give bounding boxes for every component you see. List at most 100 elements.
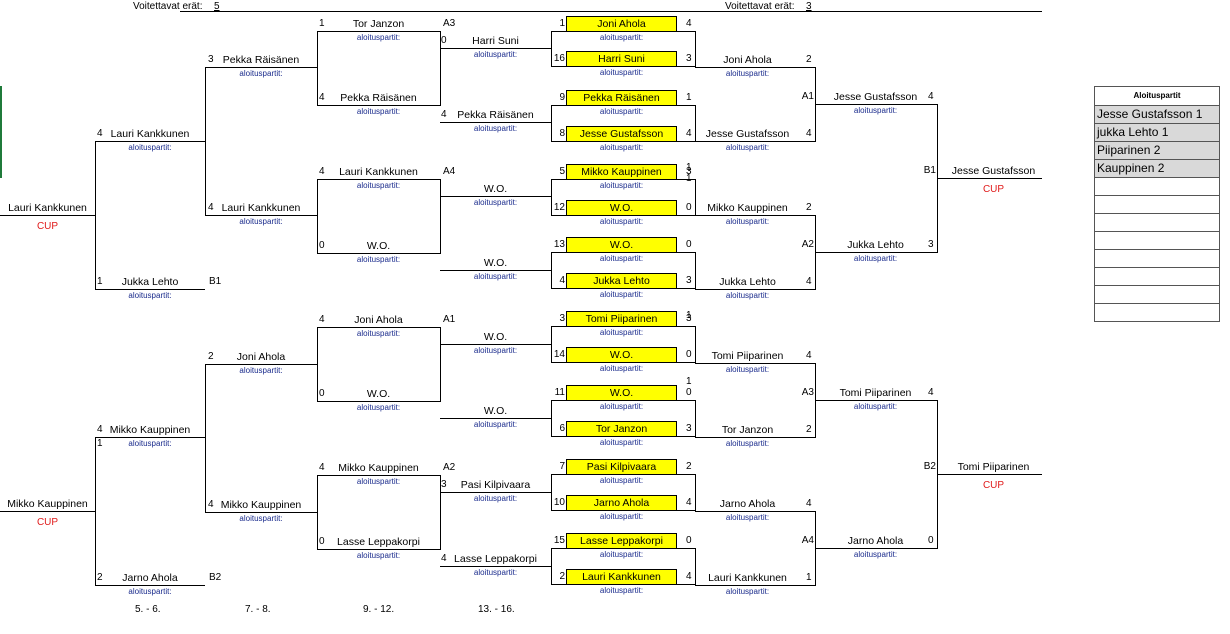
player-name[interactable]: Mikko Kauppinen (707, 202, 788, 214)
player-name[interactable]: Jukka Lehto (121, 276, 179, 288)
player-name[interactable]: W.O. (366, 240, 391, 252)
bracket-line (317, 31, 318, 106)
match-score: 4 (686, 571, 692, 582)
player-name[interactable]: Tor Janzon (352, 18, 405, 30)
center-match-bottom-name[interactable]: W.O. (566, 200, 677, 216)
player-name[interactable]: Joni Ahola (236, 351, 286, 363)
empty-row[interactable] (1095, 214, 1219, 232)
center-match-top-name[interactable]: Pasi Kilpivaara (566, 459, 677, 475)
empty-row[interactable] (1095, 196, 1219, 214)
center-match-top-name[interactable]: W.O. (566, 385, 677, 401)
bracket-line (695, 31, 696, 67)
player-name[interactable]: Mikko Kauppinen (220, 499, 302, 511)
start-parties-label: aloituspartit: (725, 587, 770, 596)
player-name[interactable]: Jukka Lehto (847, 239, 904, 251)
start-parties-label: aloituspartit: (599, 181, 644, 190)
match-score: 0 (686, 202, 692, 213)
finalist-name[interactable]: Mikko Kauppinen (7, 498, 88, 510)
player-name[interactable]: W.O. (483, 405, 508, 417)
empty-row[interactable] (1095, 232, 1219, 250)
wins-value-right[interactable]: 3 (806, 1, 812, 12)
player-name[interactable]: Jukka Lehto (719, 276, 776, 288)
center-match-top-name[interactable]: Mikko Kauppinen (566, 164, 677, 180)
center-match-top-name[interactable]: W.O. (566, 237, 677, 253)
start-parties-label: aloituspartit: (853, 402, 898, 411)
center-match-bottom-name[interactable]: W.O. (566, 347, 677, 363)
bracket-line (205, 364, 317, 365)
bracket-line (677, 548, 695, 549)
bracket-line (551, 400, 552, 437)
match-score: 4 (319, 92, 325, 103)
player-name[interactable]: Jesse Gustafsson (833, 91, 918, 103)
player-name[interactable]: Pekka Räisänen (457, 109, 534, 121)
start-parties-label: aloituspartit: (599, 402, 644, 411)
player-name[interactable]: Tor Janzon (721, 424, 774, 436)
start-parties-label: aloituspartit: (473, 50, 518, 59)
bracket-line (551, 326, 552, 363)
wins-value-left[interactable]: 5 (214, 1, 220, 12)
start-parties-label: aloituspartit: (853, 550, 898, 559)
player-name[interactable]: W.O. (483, 183, 508, 195)
player-name[interactable]: Jarno Ahola (847, 535, 904, 547)
center-match-bottom-name[interactable]: Jesse Gustafsson (566, 126, 677, 142)
player-name[interactable]: W.O. (483, 331, 508, 343)
player-name[interactable]: Jarno Ahola (122, 572, 178, 584)
start-parties-row[interactable]: Piiparinen 2 (1095, 142, 1219, 160)
player-name[interactable]: Joni Ahola (723, 54, 772, 66)
empty-row[interactable] (1095, 286, 1219, 304)
center-match-bottom-name[interactable]: Lauri Kankkunen (566, 569, 677, 585)
empty-row[interactable] (1095, 268, 1219, 286)
empty-row[interactable] (1095, 178, 1219, 196)
center-match-top-name[interactable]: Tomi Piiparinen (566, 311, 677, 327)
seed-number: 3 (559, 313, 565, 324)
finalist-name[interactable]: Jesse Gustafsson (951, 165, 1036, 177)
empty-row[interactable] (1095, 304, 1219, 321)
player-name[interactable]: Pasi Kilpivaara (460, 479, 531, 491)
seed-number: 1 (559, 18, 565, 29)
player-name[interactable]: Lauri Kankkunen (110, 128, 190, 140)
player-name[interactable]: W.O. (366, 388, 391, 400)
bracket-line (551, 105, 566, 106)
start-parties-row[interactable]: jukka Lehto 1 (1095, 124, 1219, 142)
player-name[interactable]: Lauri Kankkunen (708, 572, 787, 584)
bracket-line (677, 474, 695, 475)
player-name[interactable]: Pekka Räisänen (340, 92, 417, 104)
center-match-top-name[interactable]: Lasse Leppakorpi (566, 533, 677, 549)
start-parties-label: aloituspartit: (853, 106, 898, 115)
center-match-top-name[interactable]: Pekka Räisänen (566, 90, 677, 106)
player-name[interactable]: Lauri Kankkunen (339, 166, 418, 178)
bracket-line (205, 67, 317, 68)
center-match-bottom-name[interactable]: Harri Suni (566, 51, 677, 67)
center-match-bottom-name[interactable]: Tor Janzon (566, 421, 677, 437)
finalist-name[interactable]: Lauri Kankkunen (8, 202, 87, 214)
start-parties-row[interactable]: Jesse Gustafsson 1 (1095, 106, 1219, 124)
player-name[interactable]: Pekka Räisänen (222, 54, 300, 66)
center-match-bottom-name[interactable]: Jukka Lehto (566, 273, 677, 289)
finalist-name[interactable]: Tomi Piiparinen (957, 461, 1030, 473)
empty-row[interactable] (1095, 250, 1219, 268)
player-name[interactable]: Tomi Piiparinen (711, 350, 784, 362)
player-name[interactable]: Mikko Kauppinen (338, 462, 419, 474)
bracket-line (0, 511, 95, 512)
bracket-line (677, 288, 695, 289)
player-name[interactable]: W.O. (483, 257, 508, 269)
player-name[interactable]: Joni Ahola (354, 314, 403, 326)
match-score: 4 (208, 202, 214, 213)
player-name[interactable]: Lasse Leppakorpi (337, 536, 420, 548)
player-name[interactable]: Lasse Leppakorpi (454, 553, 537, 565)
round-label: 5. - 6. (135, 604, 161, 615)
start-parties-row[interactable]: Kauppinen 2 (1095, 160, 1219, 178)
bracket-line (677, 400, 695, 401)
center-match-bottom-name[interactable]: Jarno Ahola (566, 495, 677, 511)
bracket-line (937, 178, 1042, 179)
player-name[interactable]: Mikko Kauppinen (109, 424, 191, 436)
center-match-top-name[interactable]: Joni Ahola (566, 16, 677, 32)
bracket-line (317, 475, 440, 476)
player-name[interactable]: Harri Suni (472, 35, 519, 47)
player-name[interactable]: Jarno Ahola (719, 498, 776, 510)
player-name[interactable]: Tomi Piiparinen (839, 387, 912, 399)
player-name[interactable]: Jesse Gustafsson (705, 128, 790, 140)
player-name[interactable]: Lauri Kankkunen (221, 202, 301, 214)
bracket-line (695, 400, 696, 437)
bracket-line (677, 31, 695, 32)
